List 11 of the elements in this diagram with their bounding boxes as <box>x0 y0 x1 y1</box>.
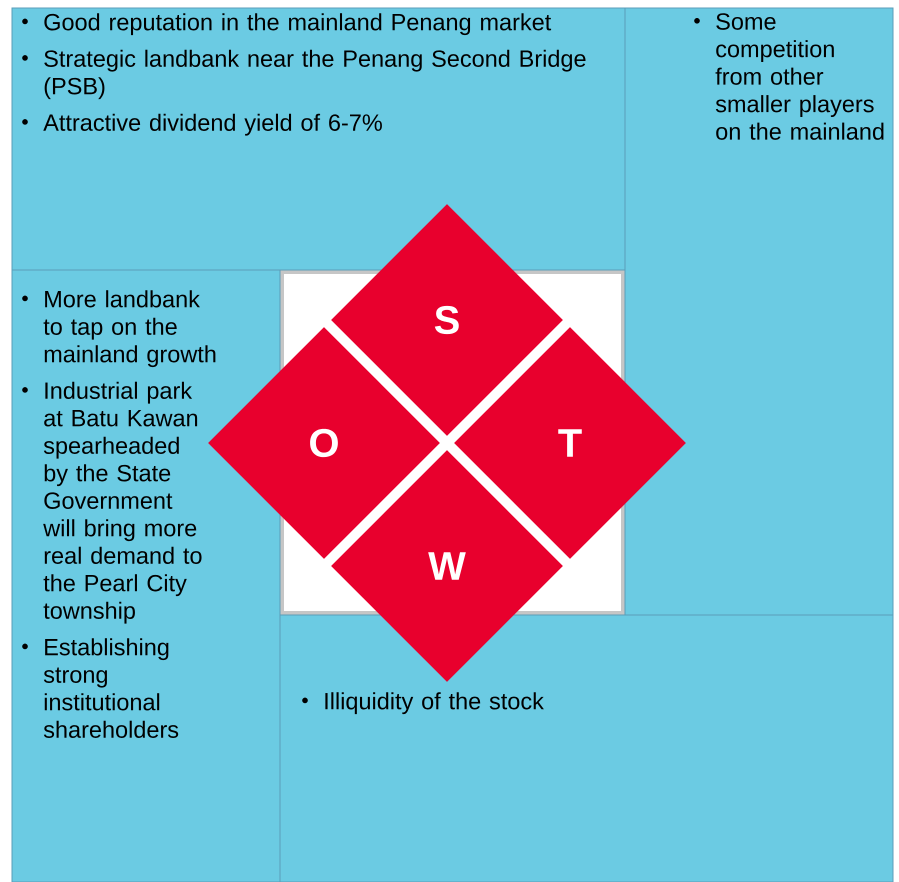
bullet-item: Attractive dividend yield of 6-7% <box>22 114 382 136</box>
bullet-item: Strategic landbank near the Penang Second Bridge (PSB) <box>22 50 586 100</box>
bullet-item: Illiquidity of the stock <box>302 692 544 714</box>
bullet-item: Industrial park at Batu Kawan spearheaded by the State Government will bring more real demand to the Pearl City township <box>22 382 202 624</box>
bullet-item: Good reputation in the mainland Penang market <box>22 13 552 36</box>
panel <box>624 8 894 616</box>
panel <box>280 614 894 882</box>
bullet-item: Establishing strong institutional shareholders <box>22 638 178 738</box>
panel <box>12 8 626 270</box>
panel <box>12 270 280 882</box>
bullet-item: Some competition from other smaller players on the mainland <box>694 13 884 140</box>
